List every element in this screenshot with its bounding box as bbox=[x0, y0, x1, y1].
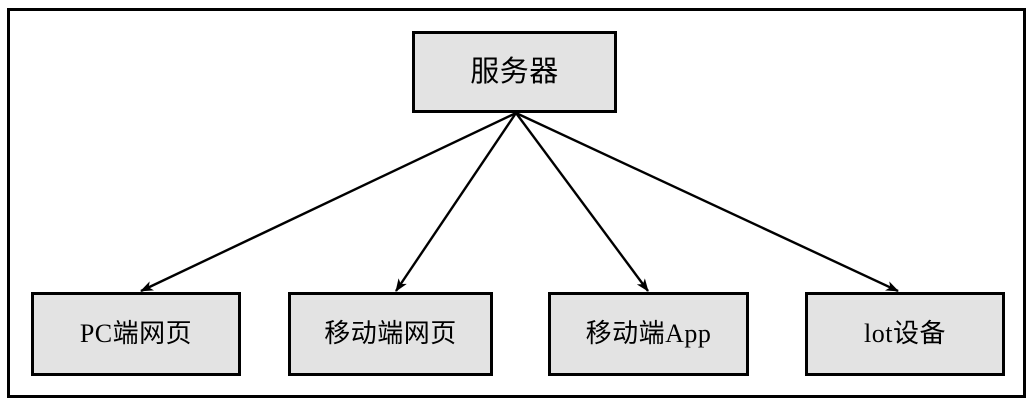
node-iot-device-label: lot设备 bbox=[864, 319, 946, 348]
node-server-label: 服务器 bbox=[470, 55, 559, 88]
node-mobile-app[interactable]: 移动端App bbox=[548, 292, 749, 376]
node-mobile-web[interactable]: 移动端网页 bbox=[288, 292, 493, 376]
node-server[interactable]: 服务器 bbox=[412, 31, 617, 113]
node-pc-web-label: PC端网页 bbox=[79, 319, 193, 348]
edge-server-to-pc-web bbox=[140, 111, 517, 293]
edge-server-to-mobile-web bbox=[395, 112, 517, 292]
node-pc-web[interactable]: PC端网页 bbox=[31, 292, 241, 376]
diagram-outer-frame bbox=[7, 8, 1026, 398]
node-iot-device[interactable]: lot设备 bbox=[805, 292, 1005, 376]
node-mobile-web-label: 移动端网页 bbox=[324, 319, 457, 348]
edge-server-to-iot-device bbox=[515, 111, 899, 293]
node-mobile-app-label: 移动端App bbox=[585, 319, 712, 348]
edge-server-to-mobile-app bbox=[515, 112, 649, 292]
